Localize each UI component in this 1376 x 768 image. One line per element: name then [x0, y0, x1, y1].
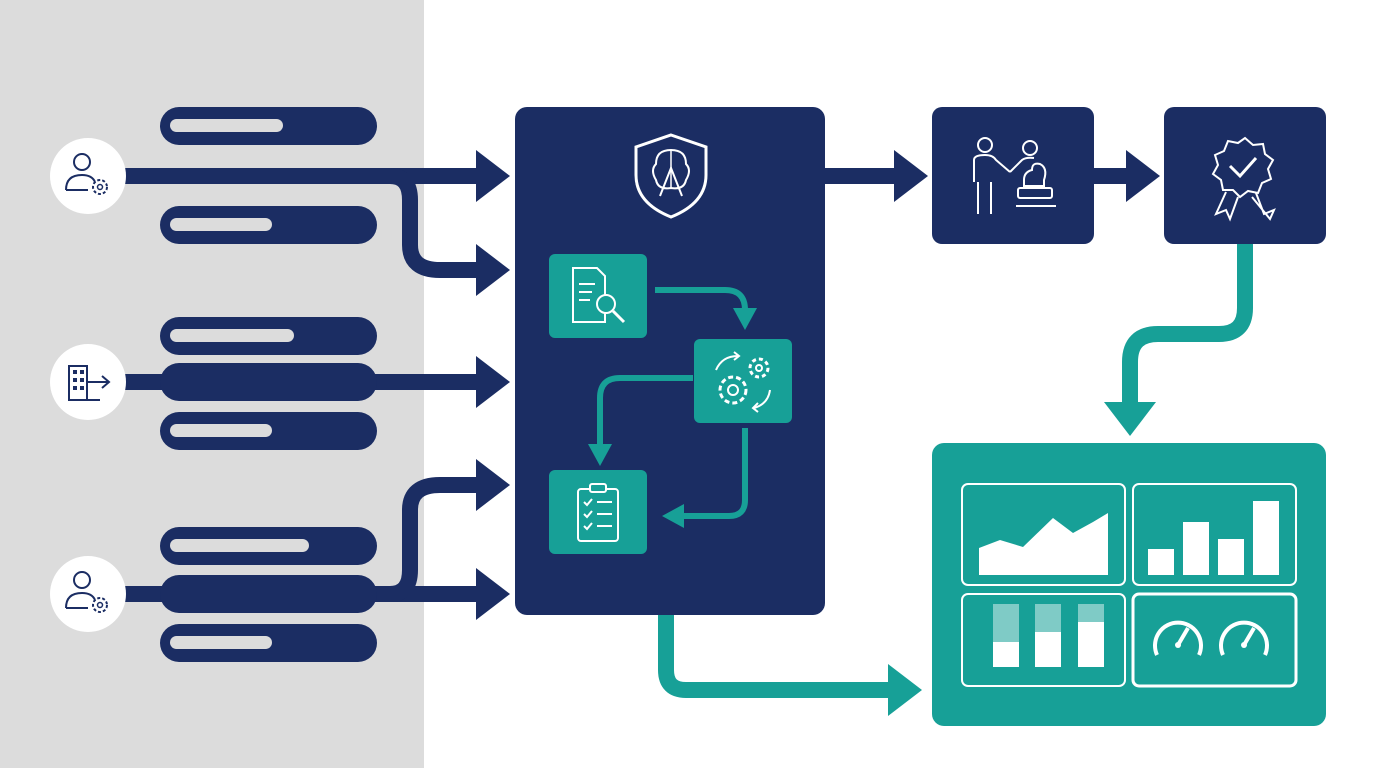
source-connector-2: [88, 356, 510, 408]
building-export-icon: [50, 344, 126, 420]
arrow-to-certification: [1094, 150, 1160, 202]
checklist-icon: [549, 470, 647, 554]
document-search-icon: [549, 254, 647, 338]
internal-flow: [588, 287, 757, 528]
source-bar: [160, 317, 377, 355]
source-group-3: [50, 459, 510, 662]
user-gear-icon: [50, 138, 126, 214]
area-chart-icon: [961, 483, 1126, 586]
user-gear-icon: [50, 556, 126, 632]
source-bar: [160, 412, 377, 450]
teal-connector-from-processing: [658, 615, 922, 716]
bar-chart-icon: [1132, 483, 1297, 586]
source-group-1: [50, 107, 510, 296]
arrow-to-approval: [825, 150, 928, 202]
gears-sync-icon: [694, 339, 792, 423]
handshake-stamp-icon: [973, 137, 1056, 214]
approval-block: [932, 107, 1094, 244]
shield-brain-icon: [634, 133, 708, 219]
source-bar: [160, 624, 377, 662]
source-bar: [160, 527, 377, 565]
source-bar: [160, 107, 377, 145]
source-group-2: [50, 317, 510, 450]
stacked-bars-icon: [961, 593, 1126, 687]
source-connector-1: [88, 150, 510, 296]
source-connector-3: [88, 459, 510, 620]
award-badge-icon: [1211, 136, 1276, 222]
source-bar: [160, 206, 377, 244]
teal-connector-to-dashboard: [1104, 244, 1253, 436]
processing-block: [515, 107, 825, 615]
certification-block: [1164, 107, 1326, 244]
dashboard: [932, 443, 1326, 726]
gauges-icon: [1131, 592, 1298, 688]
